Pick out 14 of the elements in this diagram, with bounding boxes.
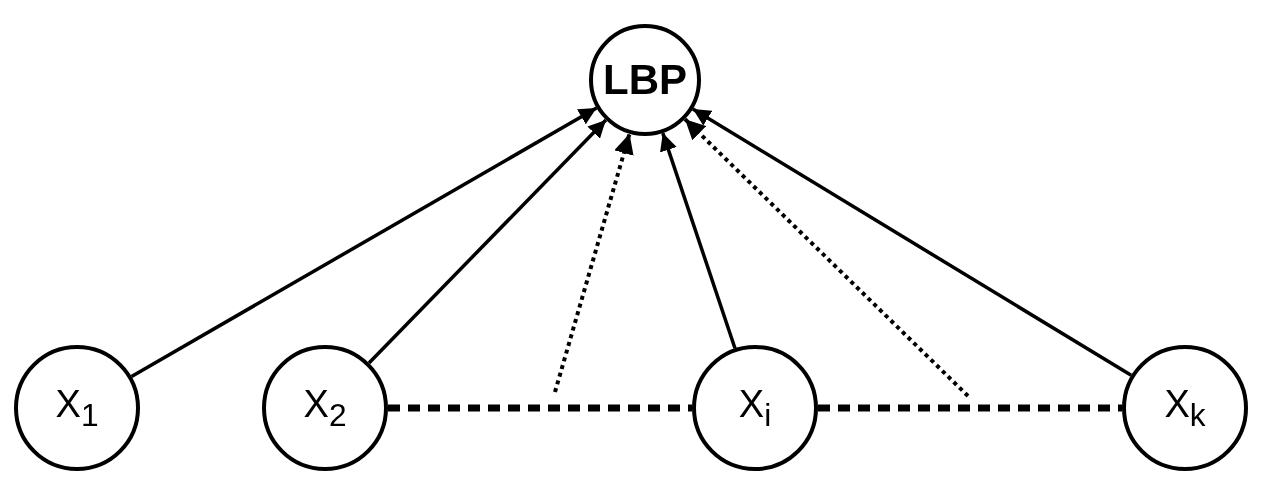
arrow: [130, 106, 598, 378]
node-label: X$_{i}$: [738, 384, 772, 432]
dotted-line: [818, 404, 1122, 412]
node-label: X$_{1}$: [55, 384, 99, 432]
arrow: [367, 118, 608, 365]
arrow: [691, 107, 1133, 377]
dotted-arrow: [683, 117, 970, 398]
dotted-line: [388, 404, 692, 412]
node-label: X$_{k}$: [1164, 384, 1206, 432]
arrow: [660, 132, 737, 349]
node-label: X$_{2}$: [303, 384, 347, 432]
node-label: LBP: [603, 59, 687, 101]
dotted-arrow: [553, 133, 634, 393]
circle-node: [589, 24, 701, 136]
